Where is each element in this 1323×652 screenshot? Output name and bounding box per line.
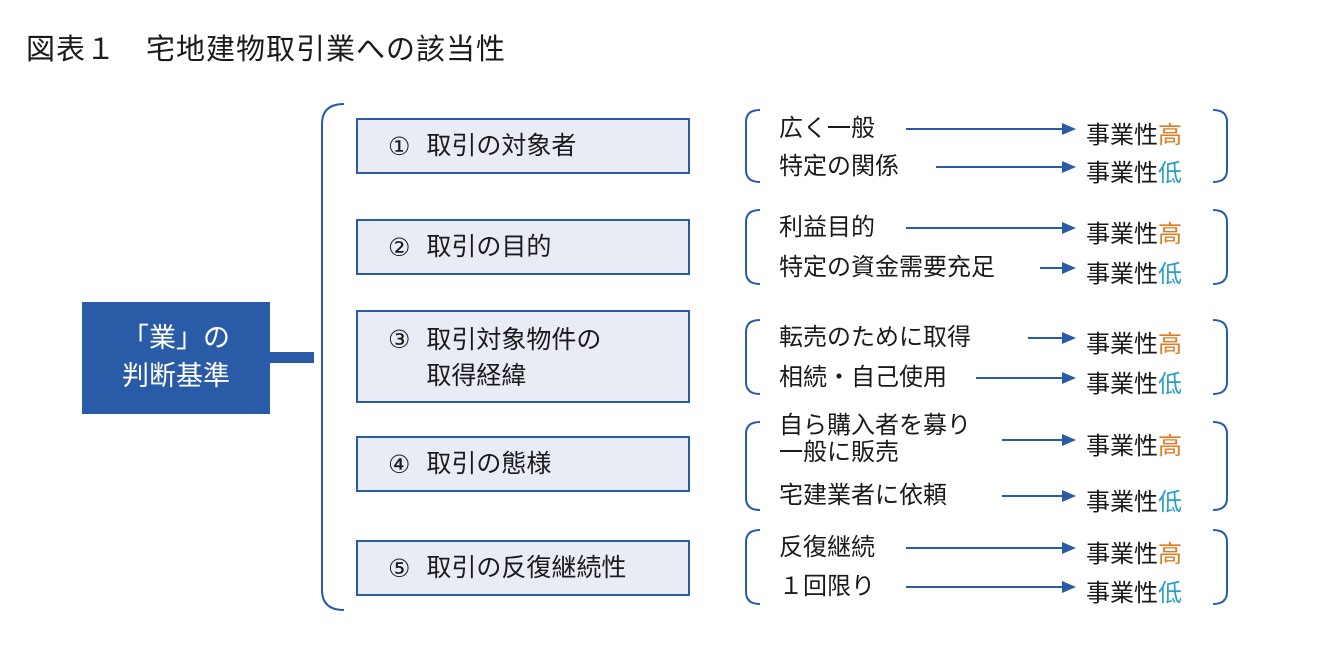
criterion-label: 取引の反復継続性 xyxy=(426,553,627,582)
result-5-1: 事業性高 xyxy=(1086,534,1182,569)
result-3-2: 事業性低 xyxy=(1086,364,1182,399)
main-bracket xyxy=(321,103,345,611)
group2-left-bracket xyxy=(745,209,761,285)
criterion-number: ⑤ xyxy=(388,553,411,583)
result-prefix: 事業性 xyxy=(1086,121,1158,149)
page-title: 図表１ 宅地建物取引業への該当性 xyxy=(26,32,507,66)
result-level-low: 低 xyxy=(1158,579,1182,607)
arrowhead-3-2 xyxy=(1062,372,1076,384)
item-label-5-2: １回限り xyxy=(779,572,875,600)
result-level-high: 高 xyxy=(1158,432,1182,460)
criterion-label: 取引の対象者 xyxy=(426,131,577,160)
item-label-3-1: 転売のために取得 xyxy=(779,323,971,351)
arrowhead-3-1 xyxy=(1062,332,1076,344)
result-level-high: 高 xyxy=(1158,540,1182,568)
result-prefix: 事業性 xyxy=(1086,488,1158,516)
item-label-2-1: 利益目的 xyxy=(779,213,875,241)
result-level-low: 低 xyxy=(1158,370,1182,398)
criterion-number: ④ xyxy=(388,449,411,479)
result-3-1: 事業性高 xyxy=(1086,324,1182,359)
root-connector xyxy=(270,352,314,363)
result-level-low: 低 xyxy=(1158,260,1182,288)
result-level-low: 低 xyxy=(1158,159,1182,187)
result-level-high: 高 xyxy=(1158,121,1182,149)
result-prefix: 事業性 xyxy=(1086,432,1158,460)
arrowhead-4-2 xyxy=(1062,490,1076,502)
result-4-1: 事業性高 xyxy=(1086,426,1182,461)
result-prefix: 事業性 xyxy=(1086,220,1158,248)
criterion-label: 取引の目的 xyxy=(426,232,552,261)
result-2-2: 事業性低 xyxy=(1086,254,1182,289)
item-label-3-2: 相続・自己使用 xyxy=(779,363,947,391)
result-4-2: 事業性低 xyxy=(1086,482,1182,517)
criterion-box-1: ① 取引の対象者 xyxy=(356,118,690,174)
criterion-label: 取引の態様 xyxy=(426,449,552,478)
group5-left-bracket xyxy=(745,529,761,605)
root-label-line2: 判断基準 xyxy=(122,361,230,392)
item-label-2-2: 特定の資金需要充足 xyxy=(779,253,995,281)
item-label-5-1: 反復継続 xyxy=(779,533,875,561)
arrowhead-4-1 xyxy=(1062,434,1076,446)
group4-right-bracket xyxy=(1212,421,1228,511)
criterion-box-2: ② 取引の目的 xyxy=(356,219,690,275)
group1-left-bracket xyxy=(745,109,761,183)
result-prefix: 事業性 xyxy=(1086,579,1158,607)
item-label-4-1: 自ら購入者を募り 一般に販売 xyxy=(779,411,971,466)
criterion-number: ② xyxy=(388,232,411,262)
arrowhead-5-2 xyxy=(1062,581,1076,593)
result-level-high: 高 xyxy=(1158,330,1182,358)
group3-left-bracket xyxy=(745,319,761,395)
root-label-line1: 「業」の xyxy=(122,323,230,354)
arrowhead-5-1 xyxy=(1062,542,1076,554)
arrowhead-1-1 xyxy=(1062,123,1076,135)
result-2-1: 事業性高 xyxy=(1086,214,1182,249)
group5-right-bracket xyxy=(1212,529,1228,605)
result-prefix: 事業性 xyxy=(1086,540,1158,568)
result-prefix: 事業性 xyxy=(1086,370,1158,398)
arrowhead-2-2 xyxy=(1062,262,1076,274)
result-level-low: 低 xyxy=(1158,488,1182,516)
criterion-box-4: ④ 取引の態様 xyxy=(356,436,690,492)
item-label-1-1: 広く一般 xyxy=(779,114,875,142)
item-label-4-2: 宅建業者に依頼 xyxy=(779,481,947,509)
arrowhead-2-1 xyxy=(1062,222,1076,234)
group4-left-bracket xyxy=(745,421,761,511)
arrowhead-1-2 xyxy=(1062,161,1076,173)
result-level-high: 高 xyxy=(1158,220,1182,248)
group3-right-bracket xyxy=(1212,319,1228,395)
judgment-criteria-root-box: 「業」の 判断基準 xyxy=(82,302,270,414)
group2-right-bracket xyxy=(1212,209,1228,285)
result-prefix: 事業性 xyxy=(1086,159,1158,187)
result-1-1: 事業性高 xyxy=(1086,115,1182,150)
criterion-box-5: ⑤ 取引の反復継続性 xyxy=(356,540,690,596)
group1-right-bracket xyxy=(1212,109,1228,183)
criterion-number: ① xyxy=(388,131,411,161)
item-label-1-2: 特定の関係 xyxy=(779,152,899,180)
result-prefix: 事業性 xyxy=(1086,260,1158,288)
result-1-2: 事業性低 xyxy=(1086,153,1182,188)
criterion-box-3: ③ 取引対象物件の 取得経緯 xyxy=(356,310,690,403)
result-prefix: 事業性 xyxy=(1086,330,1158,358)
criterion-label: 取引対象物件の 取得経緯 xyxy=(426,325,602,390)
result-5-2: 事業性低 xyxy=(1086,573,1182,608)
criterion-number: ③ xyxy=(388,325,411,354)
